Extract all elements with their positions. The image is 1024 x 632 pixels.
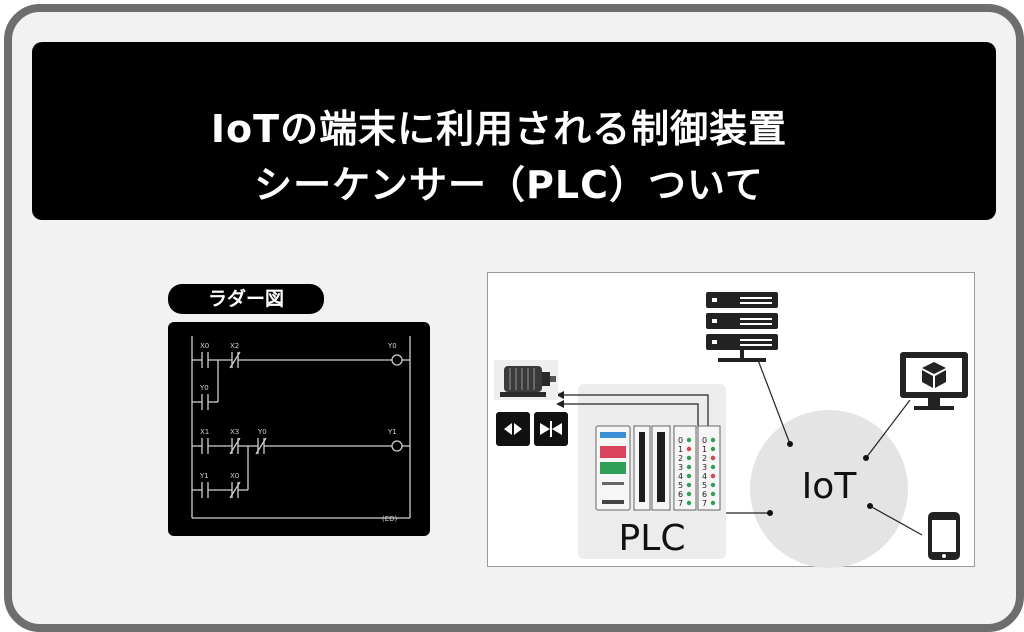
io-number: 5 xyxy=(702,481,707,490)
end-label: (ED) xyxy=(382,515,398,523)
contact-label: X2 xyxy=(230,342,239,350)
io-number: 5 xyxy=(678,481,683,490)
contact-label: Y1 xyxy=(199,472,209,480)
ladder-diagram: X0 X2 Y0 X1 X3 Y0 Y1 Y1 X0 Y0 (ED) xyxy=(168,322,430,536)
io-number: 0 xyxy=(702,436,707,445)
io-number: 1 xyxy=(678,445,683,454)
title-line-2: シーケンサー（PLC）ついて xyxy=(254,163,764,207)
contact-label: X3 xyxy=(230,428,239,436)
ladder-diagram-label: ラダー図 xyxy=(168,284,324,314)
contact-label: X0 xyxy=(230,472,239,480)
io-number: 3 xyxy=(678,463,683,472)
plc-hardware-icon: 0 1 2 3 4 5 6 7 0 1 2 3 4 5 6 7 xyxy=(595,425,721,511)
coil-label: Y0 xyxy=(387,342,397,350)
io-number: 4 xyxy=(678,472,683,481)
io-number: 0 xyxy=(678,436,683,445)
monitor-icon xyxy=(900,352,968,410)
plc-label: PLC xyxy=(618,518,686,559)
contact-label: Y0 xyxy=(257,428,267,436)
io-number: 6 xyxy=(702,490,707,499)
io-number: 7 xyxy=(702,499,707,508)
title-line-1: IoTの端末に利用される制御装置 xyxy=(210,107,788,151)
io-number: 6 xyxy=(678,490,683,499)
actuator-close-icon xyxy=(534,412,568,446)
motor-icon xyxy=(494,360,558,400)
iot-cloud-circle xyxy=(750,410,908,568)
coil-label: Y1 xyxy=(387,428,397,436)
title-banner: IoTの端末に利用される制御装置 シーケンサー（PLC）ついて xyxy=(32,42,996,220)
server-rack-icon xyxy=(706,292,778,362)
iot-label: IoT xyxy=(801,466,857,507)
contact-label: X1 xyxy=(200,428,209,436)
smartphone-icon xyxy=(928,512,960,560)
actuator-open-icon xyxy=(496,412,530,446)
io-number: 1 xyxy=(702,445,707,454)
contact-label: X0 xyxy=(200,342,209,350)
io-number: 2 xyxy=(702,454,707,463)
contact-label: Y0 xyxy=(199,384,209,392)
io-number: 4 xyxy=(702,472,707,481)
io-number: 7 xyxy=(678,499,683,508)
io-number: 2 xyxy=(678,454,683,463)
io-number: 3 xyxy=(702,463,707,472)
